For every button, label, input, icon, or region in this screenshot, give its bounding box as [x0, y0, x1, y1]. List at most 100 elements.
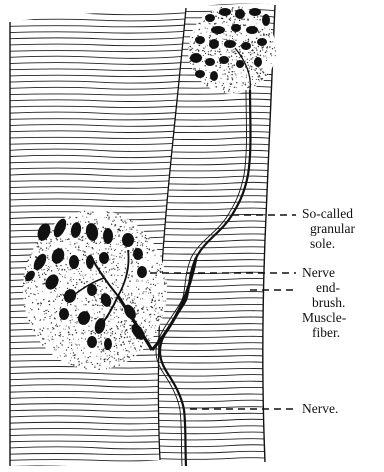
granule-dot — [161, 264, 162, 265]
granule-dot — [31, 282, 32, 283]
striation-line — [8, 19, 190, 21]
granule-dot — [111, 275, 112, 276]
granule-dot — [96, 293, 97, 294]
granule-dot — [138, 281, 139, 282]
granule-dot — [275, 50, 276, 51]
granule-dot — [106, 330, 107, 331]
granule-dot — [71, 344, 73, 346]
granule-dot — [225, 39, 226, 40]
granule-dot — [107, 332, 108, 333]
granule-dot — [123, 298, 124, 299]
granule-dot — [227, 78, 228, 79]
granule-dot — [151, 266, 152, 267]
granule-dot — [158, 293, 159, 294]
granule-dot — [164, 282, 165, 283]
granule-dot — [154, 310, 155, 311]
granule-dot — [132, 343, 133, 344]
granule-dot — [254, 41, 255, 42]
granule-dot — [47, 270, 48, 271]
granule-dot — [73, 364, 74, 365]
granule-dot — [70, 360, 71, 361]
granule-dot — [71, 342, 72, 343]
granule-dot — [44, 317, 45, 318]
granule-dot — [128, 297, 129, 298]
granule-dot — [232, 11, 233, 12]
granule-dot — [148, 260, 149, 261]
granule-dot — [48, 339, 49, 340]
granule-dot — [69, 280, 70, 281]
granule-dot — [102, 280, 103, 281]
granule-dot — [59, 332, 60, 333]
granule-dot — [68, 269, 69, 270]
granule-dot — [39, 249, 40, 250]
striation-line — [150, 260, 280, 261]
striation-line — [8, 44, 190, 46]
granule-dot — [124, 337, 126, 339]
granule-dot — [42, 344, 43, 345]
granule-dot — [134, 347, 135, 348]
granule-dot — [121, 359, 122, 360]
granule-dot — [108, 321, 109, 322]
granule-dot — [67, 258, 68, 259]
granule-dot — [85, 275, 86, 276]
granule-dot — [215, 86, 217, 88]
granule-dot — [29, 312, 30, 313]
granule-dot — [109, 260, 110, 261]
granule-dot — [254, 47, 255, 48]
granule-dot — [143, 291, 144, 292]
striation-line — [150, 266, 280, 267]
granule-dot — [31, 309, 32, 310]
granule-dot — [254, 70, 255, 71]
granule-dot — [134, 241, 135, 242]
granule-dot — [97, 346, 99, 348]
granule-dot — [101, 294, 102, 295]
granule-dot — [228, 25, 229, 26]
granule-dot — [61, 344, 62, 345]
granule-dot — [24, 276, 25, 277]
granule-dot — [136, 230, 137, 231]
granule-dot — [204, 83, 205, 84]
granule-dot — [64, 353, 65, 354]
granule-dot — [76, 306, 77, 307]
granule-dot — [161, 317, 162, 318]
granule-dot — [206, 32, 207, 33]
granule-dot — [210, 81, 212, 83]
granule-dot — [24, 306, 26, 308]
striation-line — [8, 68, 190, 70]
striation-line — [150, 451, 280, 453]
granule-dot — [101, 334, 103, 336]
granule-dot — [67, 303, 68, 304]
granule-dot — [114, 337, 116, 339]
granule-dot — [44, 272, 45, 273]
granule-dot — [89, 356, 90, 357]
granule-dot — [242, 52, 244, 54]
striation-line — [150, 419, 280, 421]
granule-dot — [190, 46, 192, 48]
granule-dot — [111, 328, 113, 330]
granule-dot — [231, 50, 232, 51]
granule-dot — [224, 70, 225, 71]
granule-dot — [99, 311, 101, 313]
granule-dot — [160, 271, 162, 273]
granule-dot — [67, 250, 68, 251]
granule-dot — [156, 320, 157, 321]
granule-dot — [111, 268, 112, 269]
granule-dot — [106, 287, 108, 289]
granule-dot — [87, 362, 88, 363]
granule-dot — [193, 64, 194, 65]
granule-dot — [60, 239, 61, 240]
granule-dot — [90, 277, 91, 278]
granule-dot — [102, 264, 104, 266]
striation-line — [8, 62, 190, 64]
granule-dot — [259, 68, 260, 69]
granule-dot — [140, 325, 141, 326]
granule-dot — [204, 51, 205, 52]
granule-dot — [164, 278, 165, 279]
granule-dot — [132, 248, 134, 250]
granule-dot — [147, 309, 149, 311]
granule-dot — [231, 14, 232, 15]
granule-dot — [60, 334, 61, 335]
granule-dot — [81, 332, 82, 333]
striation-line — [150, 221, 280, 223]
granule-dot — [144, 331, 145, 332]
